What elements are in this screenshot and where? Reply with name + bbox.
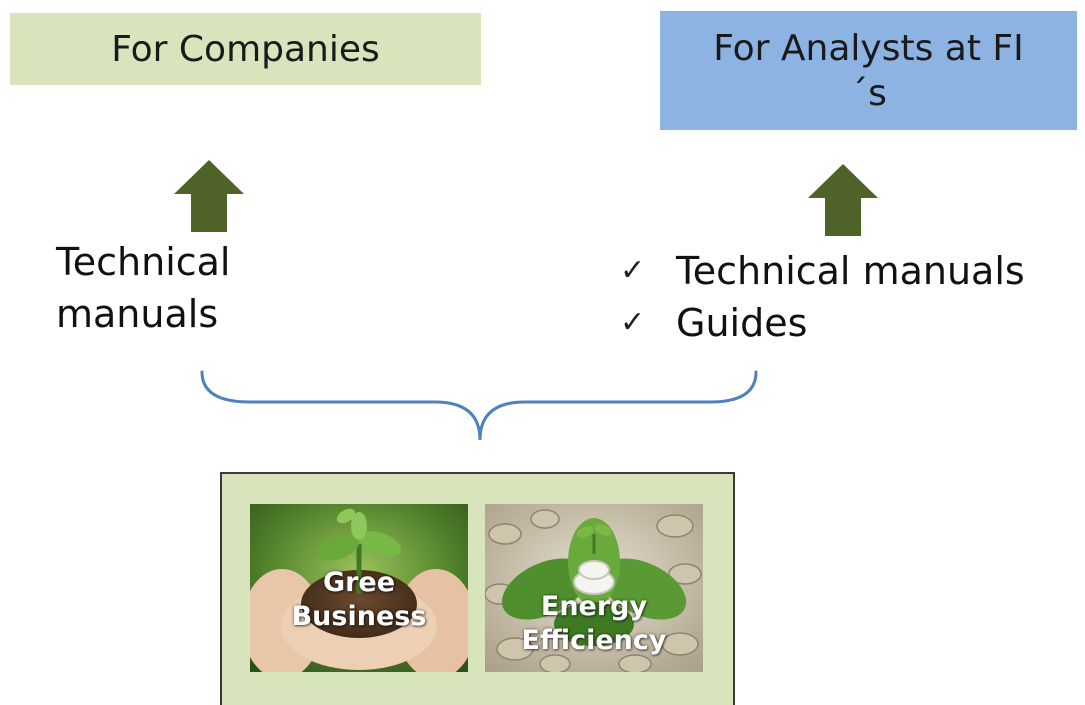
list-item-label: Guides — [676, 301, 808, 345]
green-business-caption: Gree Business — [250, 566, 468, 634]
caption-line: Efficiency — [521, 625, 667, 656]
check-icon: ✓ — [620, 305, 646, 340]
left-item: Technical — [56, 240, 231, 284]
caption-line: Energy — [540, 591, 648, 622]
green-business-image: Gree Business — [250, 504, 468, 672]
lightbulb-coins-icon — [485, 504, 703, 672]
topics-box: Gree Business — [220, 472, 735, 705]
hands-seedling-icon — [250, 504, 468, 672]
energy-efficiency-image: Energy Efficiency — [485, 504, 703, 672]
caption-line: Business — [291, 601, 427, 632]
left-item: manuals — [56, 292, 219, 336]
for-companies-box: For Companies — [10, 13, 481, 85]
list-item: ✓ Guides — [620, 297, 1025, 349]
for-analysts-label: For Analysts at FI´s — [713, 27, 1024, 114]
for-companies-label: For Companies — [111, 28, 380, 70]
up-arrow-icon — [808, 164, 878, 236]
list-item-label: Technical manuals — [676, 249, 1025, 293]
companies-resources: Technical manuals — [56, 236, 231, 340]
check-icon: ✓ — [620, 253, 646, 288]
for-analysts-box: For Analysts at FI´s — [660, 11, 1077, 130]
caption-line: Gree — [322, 567, 396, 598]
list-item: ✓ Technical manuals — [620, 245, 1025, 297]
analysts-resources-list: ✓ Technical manuals ✓ Guides — [620, 245, 1025, 349]
energy-efficiency-caption: Energy Efficiency — [485, 590, 703, 658]
curly-brace — [200, 370, 758, 441]
up-arrow-icon — [174, 160, 244, 232]
